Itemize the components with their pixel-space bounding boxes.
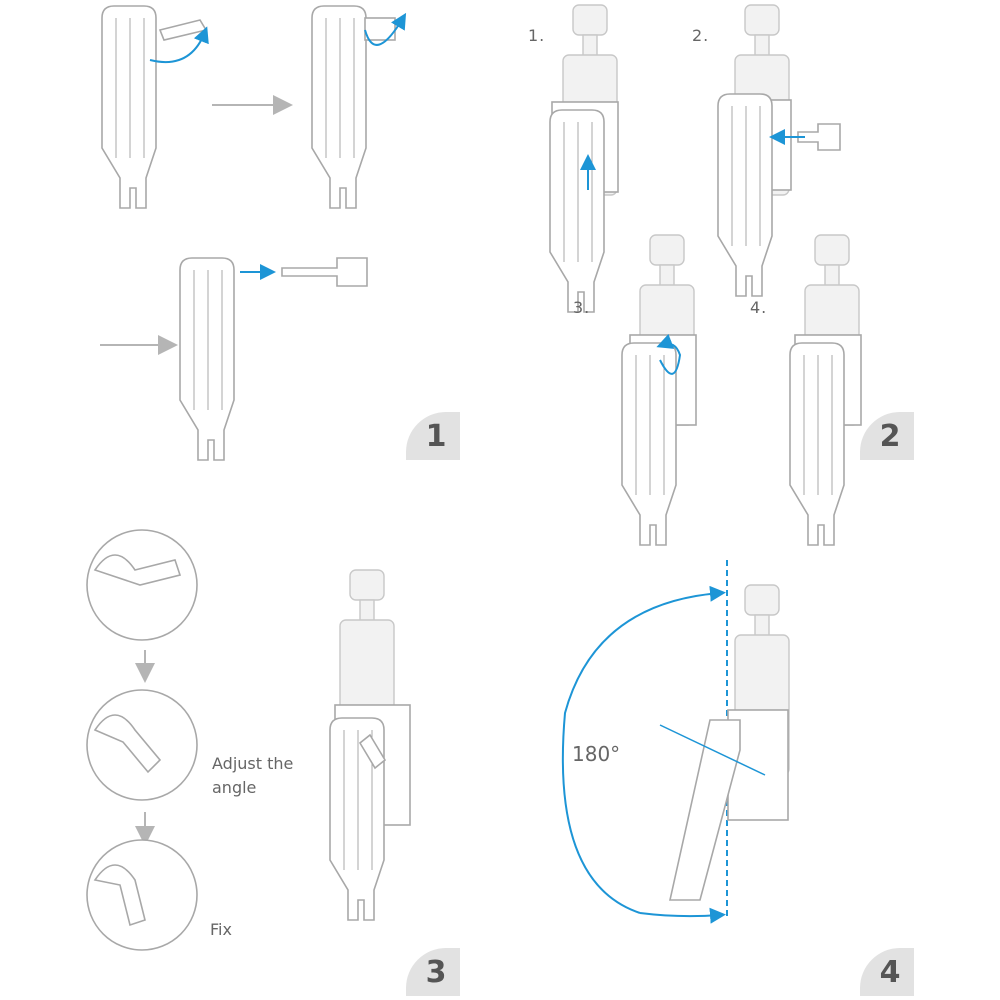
- adjust-angle-note: Adjust the angle: [212, 754, 294, 797]
- panel-1-illustration: [100, 5, 407, 461]
- step-label-1: 1.: [528, 26, 546, 45]
- panel-4-illustration: [561, 560, 790, 924]
- step-label-3: 3.: [573, 298, 591, 317]
- panel-badge-1: 1: [406, 412, 460, 460]
- step-label-2: 2.: [692, 26, 710, 45]
- panel-3-illustration: [86, 529, 411, 951]
- panel-2-illustration: [549, 4, 862, 546]
- rotation-angle-label: 180°: [572, 742, 621, 766]
- fix-note: Fix: [210, 920, 232, 939]
- step-label-4: 4.: [750, 298, 768, 317]
- panel-badge-2: 2: [860, 412, 914, 460]
